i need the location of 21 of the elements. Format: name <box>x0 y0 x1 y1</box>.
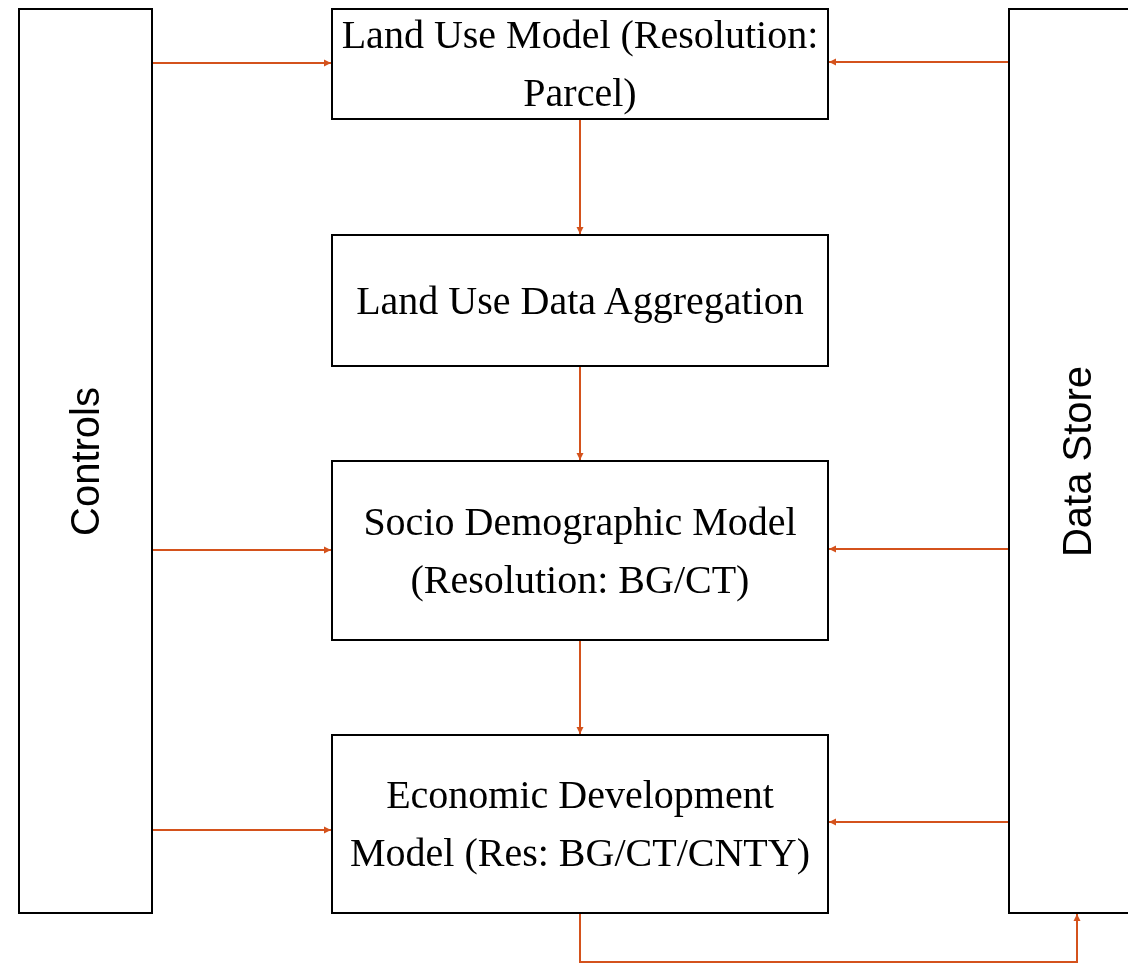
box-label: Data Store <box>1055 365 1101 557</box>
process-box <box>331 460 829 641</box>
arrow <box>576 119 584 235</box>
arrow <box>579 913 1081 963</box>
arrow <box>152 59 332 67</box>
process-box <box>331 734 829 914</box>
arrow <box>828 818 1009 826</box>
process-box <box>331 234 829 367</box>
arrow <box>576 366 584 461</box>
side-panel <box>18 8 153 914</box>
arrow <box>576 640 584 735</box>
arrow <box>152 546 332 554</box>
arrow <box>152 826 332 834</box>
box-label: Controls <box>63 386 108 536</box>
arrow <box>828 545 1009 553</box>
box-label: Socio Demographic Model (Resolution: BG/CT) <box>362 497 798 604</box>
arrow <box>828 58 1009 66</box>
box-label: Land Use Data Aggregation <box>355 276 805 325</box>
box-label: Economic Development Model (Res: BG/CT/CNTY) <box>349 771 811 877</box>
side-panel <box>1008 8 1128 914</box>
box-label: Land Use Model (Resolution: Parcel) <box>340 11 820 117</box>
